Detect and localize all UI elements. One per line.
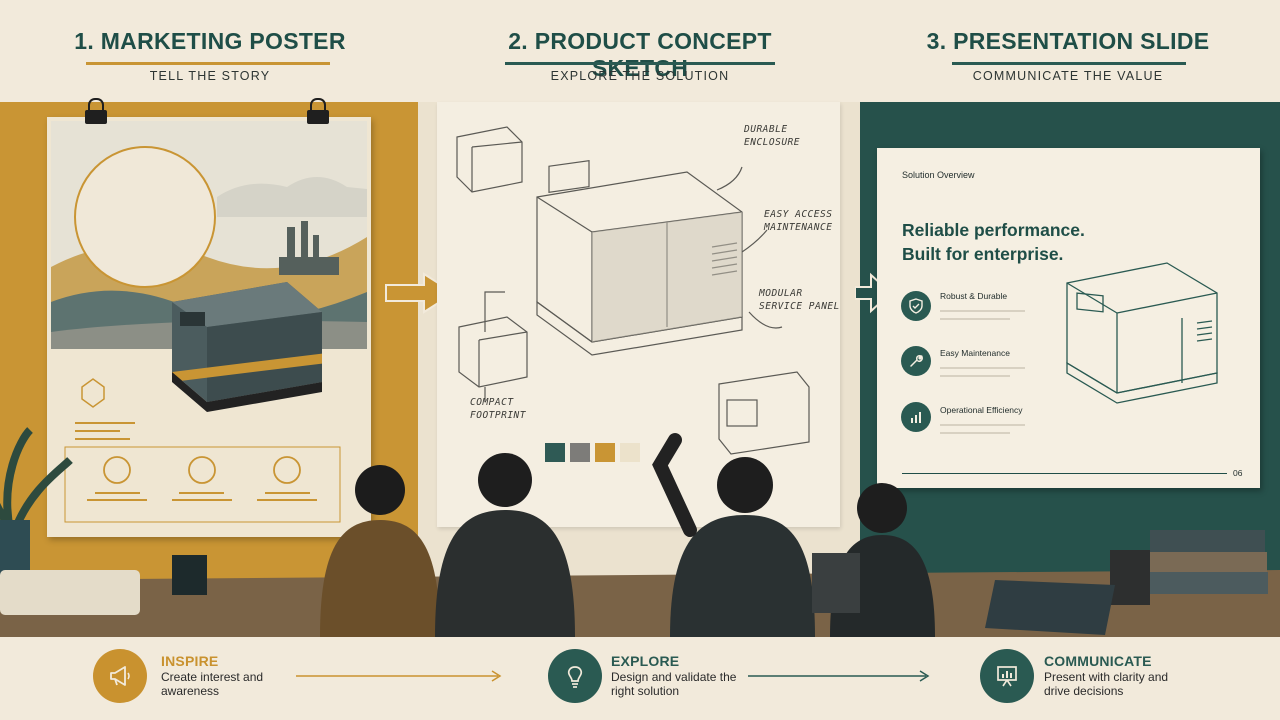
section-title: 3. PRESENTATION SLIDE bbox=[926, 28, 1210, 54]
machine-line-illustration bbox=[1066, 262, 1218, 404]
slide-page-number: 06 bbox=[1233, 468, 1243, 478]
section-divider bbox=[505, 62, 775, 65]
section-subtitle: EXPLORE THE SOLUTION bbox=[550, 69, 730, 83]
step-description: Present with clarity and drive decisions bbox=[1044, 670, 1169, 698]
machine-sketch-drawing bbox=[456, 126, 810, 455]
feature-placeholder-line bbox=[940, 432, 1010, 434]
color-swatch bbox=[570, 443, 590, 462]
bar-chart-icon bbox=[901, 402, 931, 432]
megaphone-icon bbox=[93, 649, 147, 703]
binder-clip bbox=[85, 98, 107, 124]
feature-placeholder-line bbox=[940, 367, 1025, 369]
process-steps-bar bbox=[0, 637, 1280, 720]
color-swatch bbox=[620, 443, 640, 462]
feature-label: Operational Efficiency bbox=[940, 405, 1023, 415]
presentation-board-icon bbox=[980, 649, 1034, 703]
team-meeting-scene bbox=[0, 427, 1280, 637]
color-swatch bbox=[545, 443, 565, 462]
annotation-compact-footprint: COMPACT FOOTPRINT bbox=[470, 397, 526, 421]
binder-clip bbox=[307, 98, 329, 124]
annotation-durable-enclosure: DURABLE ENCLOSURE bbox=[744, 124, 800, 148]
feature-label: Robust & Durable bbox=[940, 291, 1008, 301]
wrench-icon bbox=[901, 346, 931, 376]
section-divider bbox=[86, 62, 330, 65]
arrow-right-icon bbox=[296, 670, 502, 682]
feature-placeholder-line bbox=[940, 318, 1010, 320]
step-title: COMMUNICATE bbox=[1044, 653, 1152, 669]
slide-footer-rule bbox=[902, 473, 1227, 474]
feature-placeholder-line bbox=[940, 375, 1010, 377]
step-title: EXPLORE bbox=[611, 653, 680, 669]
slide-eyebrow: Solution Overview bbox=[902, 170, 975, 180]
section-title: 2. PRODUCT CONCEPT SKETCH bbox=[508, 28, 772, 81]
annotation-easy-access: EASY ACCESS MAINTENANCE bbox=[764, 209, 833, 233]
poster-illustration bbox=[51, 121, 367, 523]
feature-placeholder-line bbox=[940, 310, 1025, 312]
step-title: INSPIRE bbox=[161, 653, 219, 669]
slide-headline: Reliable performance. Built for enterpri… bbox=[902, 220, 1085, 264]
feature-placeholder-line bbox=[940, 424, 1025, 426]
step-description: Design and validate the right solution bbox=[611, 670, 737, 698]
feature-label: Easy Maintenance bbox=[940, 348, 1010, 358]
annotation-modular-panel: MODULAR SERVICE PANEL bbox=[759, 288, 840, 312]
shield-check-icon bbox=[901, 291, 931, 321]
lightbulb-icon bbox=[548, 649, 602, 703]
marketing-poster bbox=[47, 117, 371, 537]
section-subtitle: COMMUNICATE THE VALUE bbox=[972, 69, 1164, 83]
arrow-right-icon bbox=[748, 670, 930, 682]
section-divider bbox=[952, 62, 1186, 65]
color-swatch bbox=[595, 443, 615, 462]
section-subtitle: TELL THE STORY bbox=[149, 69, 271, 83]
step-description: Create interest and awareness bbox=[161, 670, 264, 698]
presentation-slide: Solution Overview Reliable performance. … bbox=[877, 148, 1260, 488]
section-title: 1. MARKETING POSTER bbox=[74, 28, 346, 54]
